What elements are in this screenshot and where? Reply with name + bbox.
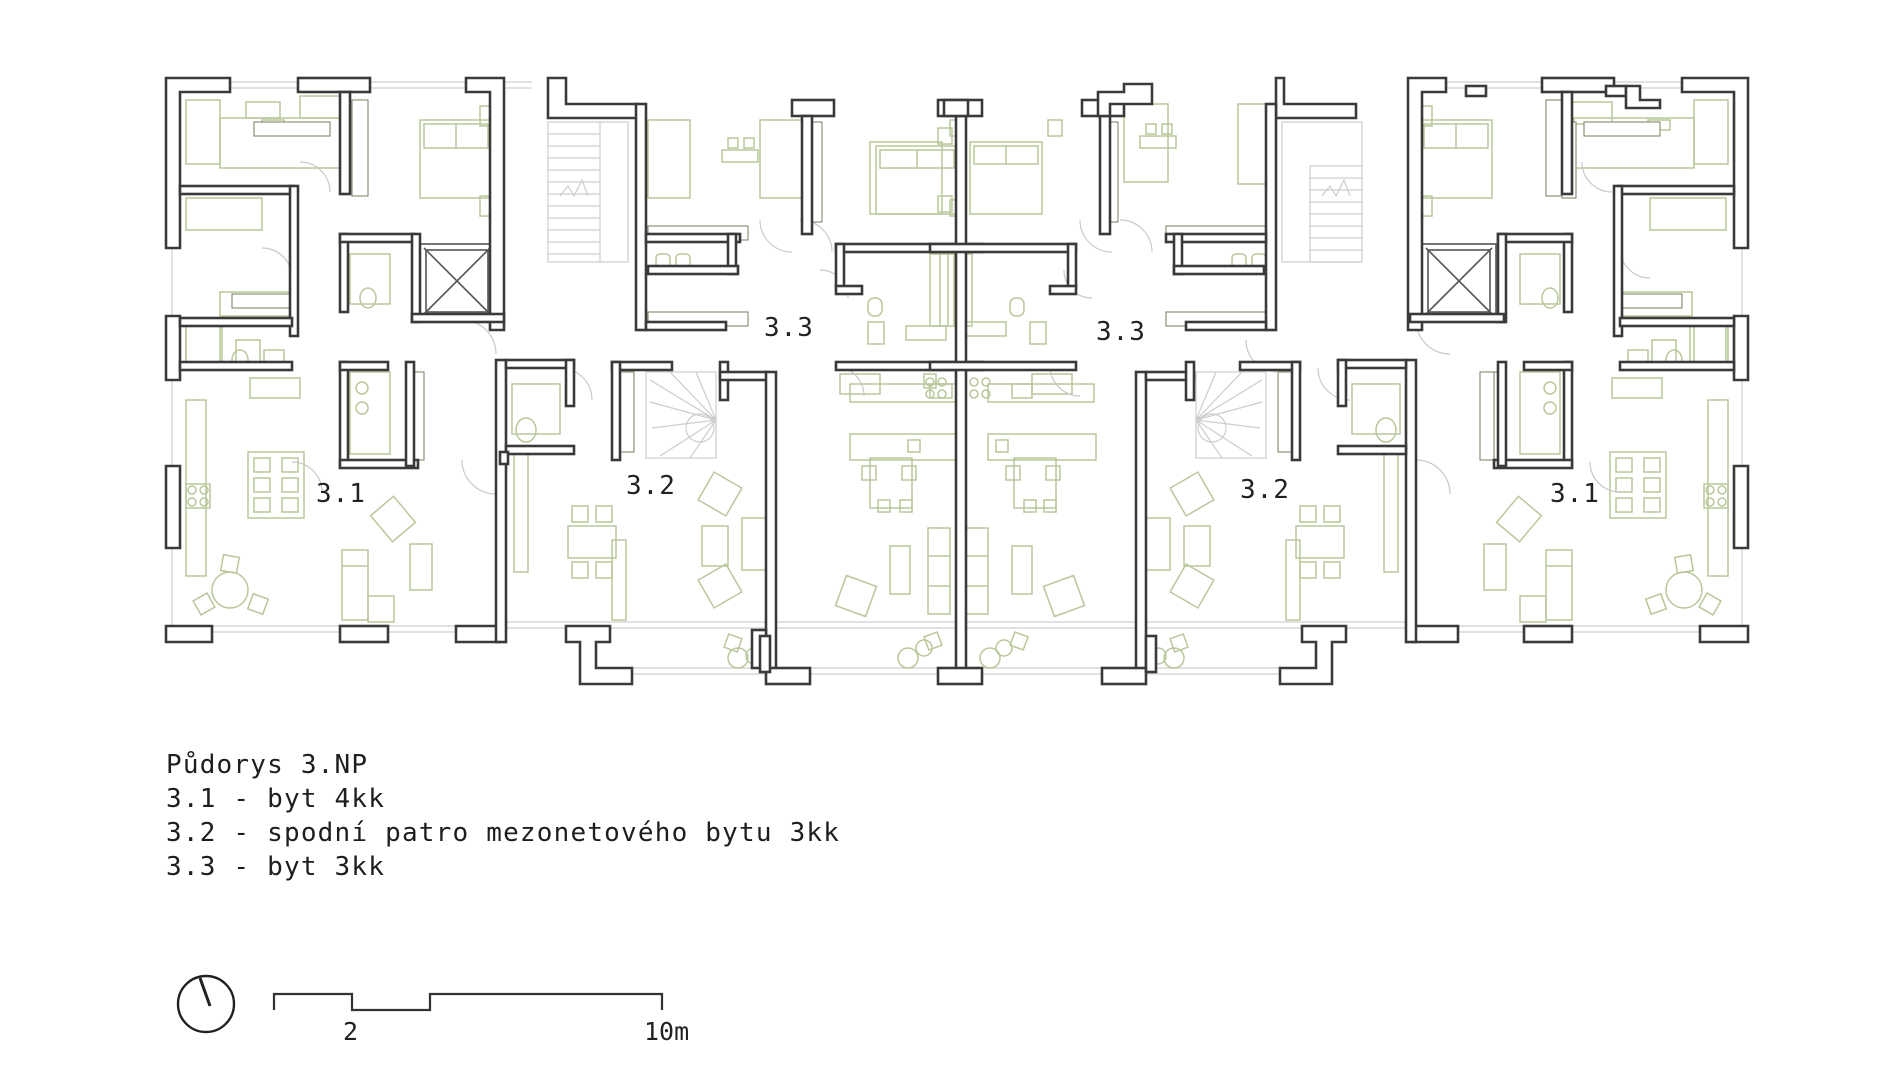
legend-item-3-1: 3.1 - byt 4kk: [166, 784, 386, 814]
unit-label-3-2-right: 3.2: [1240, 475, 1290, 505]
unit-labels: 3.1 3.2 3.3 3.3 3.2 3.1: [316, 313, 1600, 509]
legend-item-3-2: 3.2 - spodní patro mezonetového bytu 3kk: [166, 818, 841, 848]
scale-label-10m: 10m: [644, 1017, 689, 1046]
lift-right: [1421, 243, 1497, 319]
legend-item-3-3: 3.3 - byt 3kk: [166, 852, 386, 882]
lift-left: [419, 243, 495, 319]
unit-label-3-3-right: 3.3: [1096, 317, 1146, 347]
walls: [164, 76, 1750, 686]
stairs-left: [547, 121, 629, 263]
stairs-right: [1281, 121, 1363, 263]
unit-label-3-1-right: 3.1: [1550, 479, 1600, 509]
spiral-stairs-left: [645, 371, 717, 459]
north-arrow-icon: [176, 974, 236, 1034]
unit-label-3-1-left: 3.1: [316, 479, 366, 509]
unit-label-3-3-left: 3.3: [764, 313, 814, 343]
legend: Půdorys 3.NP 3.1 - byt 4kk 3.2 - spodní …: [166, 748, 840, 884]
scale-bar: 2 10m: [272, 992, 689, 1046]
legend-title: Půdorys 3.NP: [166, 750, 369, 780]
spiral-stairs-right: [1195, 371, 1267, 459]
scale-label-2: 2: [343, 1017, 358, 1046]
unit-label-3-2-left: 3.2: [626, 471, 676, 501]
